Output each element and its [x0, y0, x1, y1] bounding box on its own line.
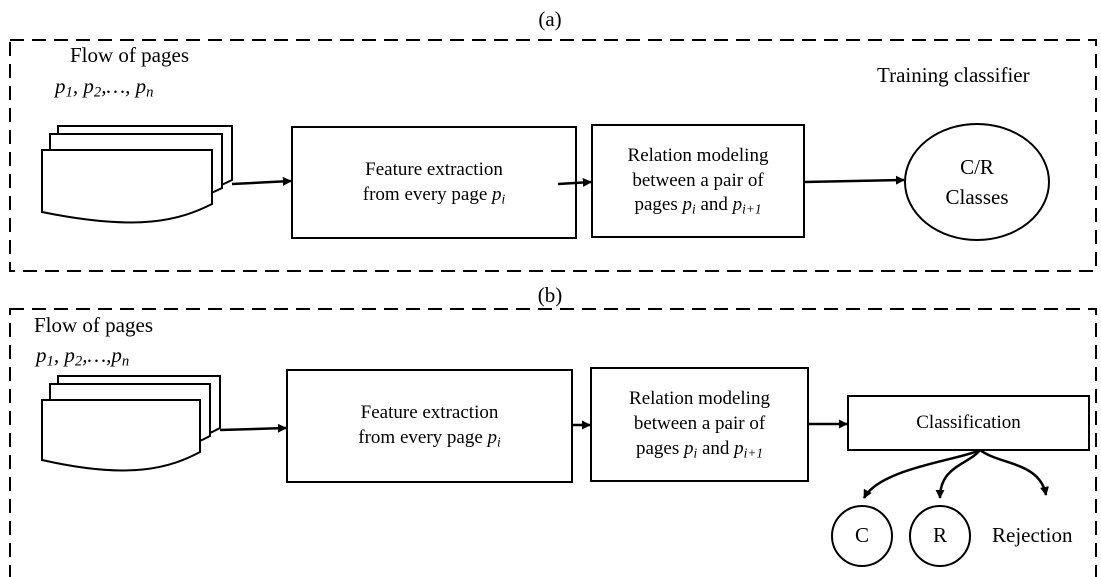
- class-c-label: C: [854, 523, 869, 548]
- classification-text: Classification: [916, 411, 1021, 433]
- relation-modeling-box-a: [591, 124, 805, 238]
- arrow-b-1: [219, 423, 287, 433]
- feature-extraction-text-a: Feature extraction from every page pi: [362, 158, 506, 206]
- panel-a-caption: (a): [538, 7, 562, 31]
- rejection-label: Rejection: [992, 523, 1073, 547]
- class-c-node: [831, 505, 893, 567]
- arrow-a-1: [231, 176, 292, 186]
- pages-sequence-b: p1, p2,…,pn: [36, 343, 130, 370]
- panel-b-frame: [9, 308, 1097, 577]
- class-r-node: [909, 505, 971, 567]
- pages-sequence-a: p1, p2,…, pn: [55, 74, 154, 101]
- flow-title-a: Flow of pages: [70, 43, 189, 67]
- branch-to-r: [935, 449, 981, 499]
- relation-modeling-box-b: [590, 367, 809, 482]
- branch-to-rejection: [979, 448, 1049, 496]
- document-stack-icon-a: [41, 125, 233, 224]
- feature-extraction-box-b: [286, 369, 573, 483]
- relation-modeling-text-b: Relation modeling between a pair of page…: [629, 388, 770, 461]
- cr-classes-node: [904, 123, 1050, 241]
- branch-to-c: [862, 448, 981, 499]
- class-r-label: R: [932, 523, 947, 548]
- panel-b-caption: (b): [537, 283, 563, 307]
- feature-extraction-text-b: Feature extraction from every page pi: [358, 402, 501, 450]
- arrow-a-2: [557, 177, 592, 187]
- relation-modeling-text-a: Relation modeling between a pair of page…: [627, 144, 769, 217]
- training-classifier-label: Training classifier: [877, 63, 1030, 87]
- document-stack-icon-b: [41, 375, 221, 472]
- cr-classes-text: C/R Classes: [945, 154, 1009, 209]
- classification-box: [847, 395, 1090, 451]
- flow-title-b: Flow of pages: [34, 313, 153, 337]
- panel-a-frame: [9, 39, 1097, 272]
- arrow-a-3: [803, 175, 905, 185]
